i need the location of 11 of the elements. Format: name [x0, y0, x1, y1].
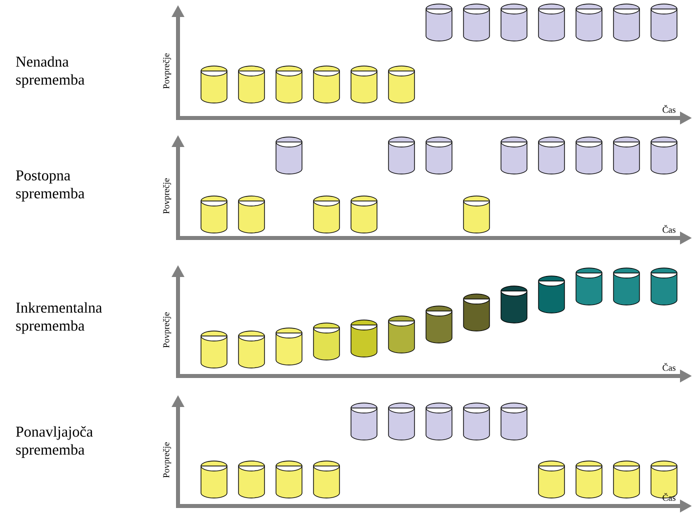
row-title: Inkrementalna sprememba [16, 302, 102, 334]
row-title: Ponavljajoča sprememba [16, 426, 93, 458]
row-title: Postopna sprememba [16, 170, 84, 202]
axis-label: Čas [662, 224, 676, 233]
axis-label: Čas [662, 104, 676, 113]
axis-label: Čas [662, 362, 676, 371]
axis-label: Povprečje [162, 442, 172, 478]
row-title: Nenadna sprememba [16, 56, 84, 88]
axis-label: Povprečje [162, 53, 172, 89]
axis-label: Povprečje [162, 312, 172, 348]
axis-label: Povprečje [162, 178, 172, 214]
